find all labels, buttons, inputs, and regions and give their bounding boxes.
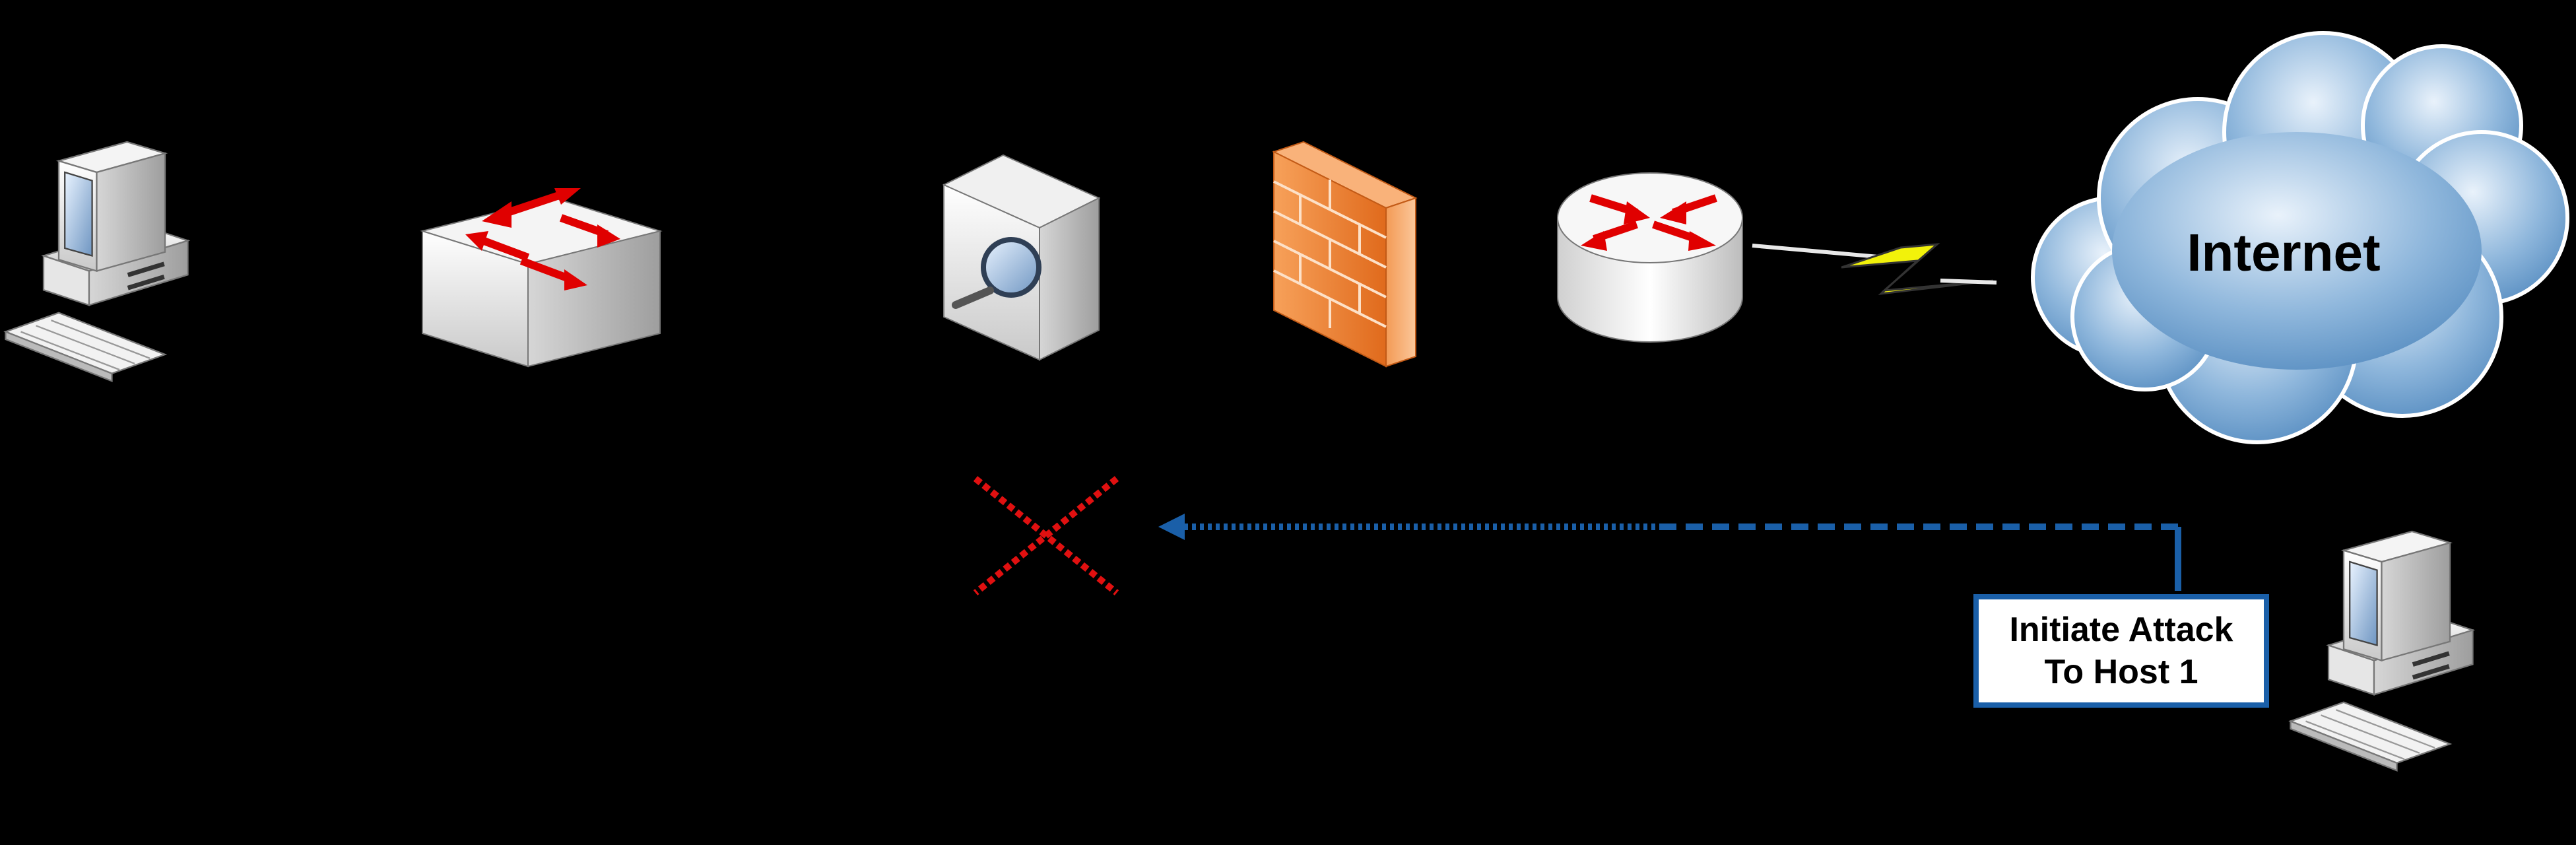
attack-path (1158, 514, 2181, 591)
internet-label: Internet (2187, 223, 2380, 282)
intrusion-detection-icon (942, 154, 1101, 361)
attacker-computer-icon (2290, 530, 2474, 772)
attack-label-box: Initiate Attack To Host 1 (1973, 594, 2269, 708)
red-x-icon (973, 476, 1119, 595)
attack-label-line-2: To Host 1 (2044, 653, 2198, 691)
host-1-computer-icon (5, 141, 189, 382)
internet-cloud-icon: Internet (2031, 31, 2569, 444)
serial-link-lightning (1752, 243, 1997, 296)
attack-label-line-1: Initiate Attack (2009, 611, 2233, 649)
attack-arrow-head (1158, 514, 1185, 540)
firewall-icon (1272, 141, 1418, 368)
router-icon (1557, 172, 1743, 343)
network-switch-icon (420, 188, 663, 368)
